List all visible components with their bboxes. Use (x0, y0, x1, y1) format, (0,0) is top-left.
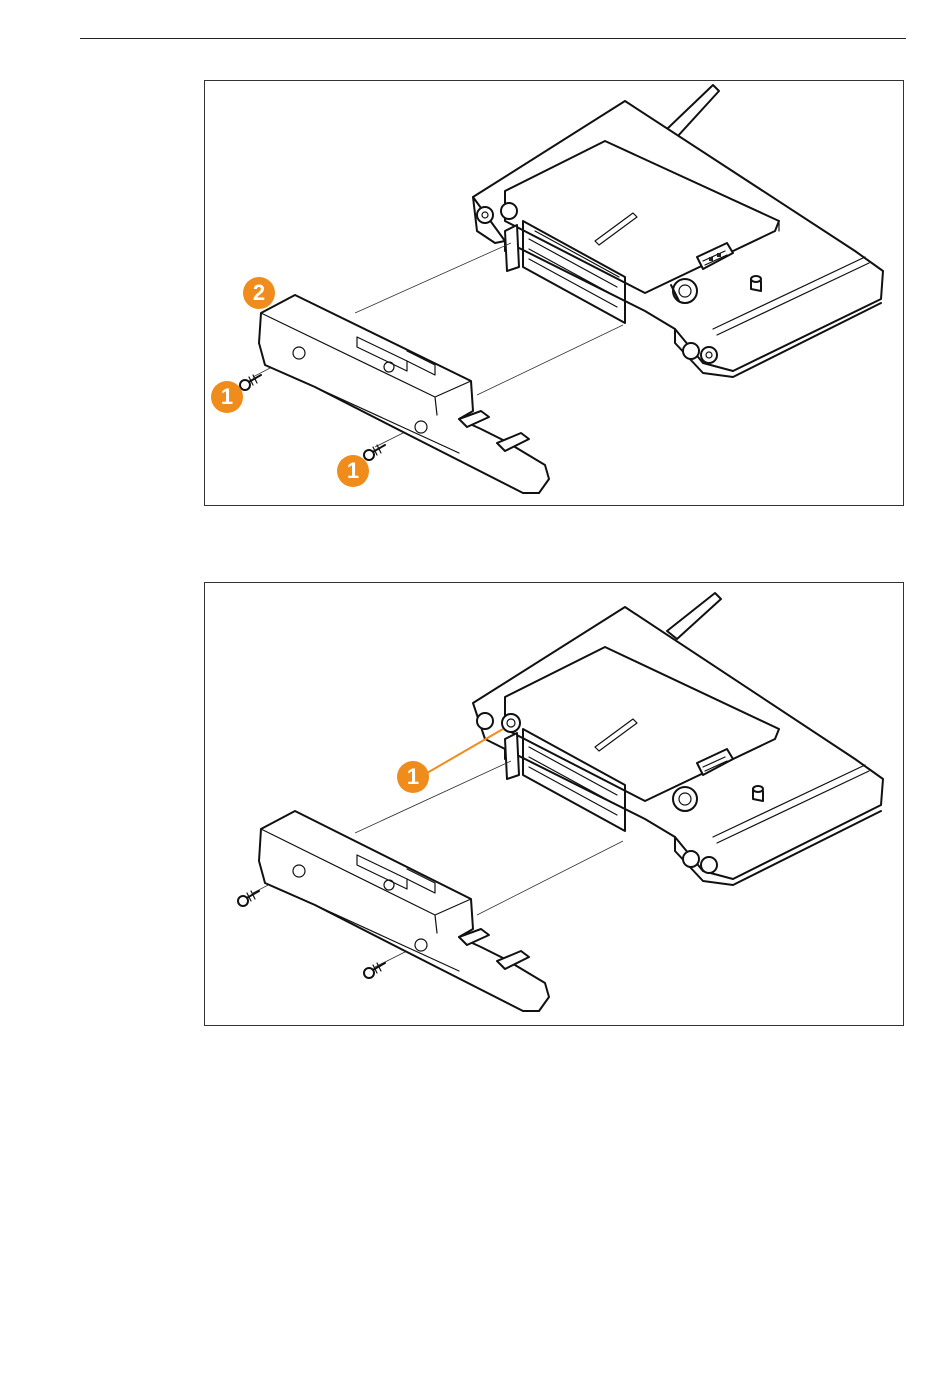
end-cover (259, 295, 549, 493)
figure-1-remove-cover: 2 1 1 (204, 80, 904, 506)
antenna (667, 593, 721, 639)
callout-2: 2 (243, 277, 275, 309)
screw-icon (238, 891, 259, 906)
header-rule (80, 38, 906, 39)
callout-1: 1 (397, 761, 429, 793)
device-illustration (205, 583, 905, 1027)
callout-1: 1 (337, 455, 369, 487)
device-illustration (205, 81, 905, 507)
screw-icon (364, 445, 385, 460)
figure-2-cover-screw-location: 1 (204, 582, 904, 1026)
screw-icon (364, 963, 385, 978)
screw-icon (240, 375, 261, 390)
antenna (667, 85, 719, 137)
callout-1: 1 (211, 381, 243, 413)
end-cover (259, 811, 549, 1011)
